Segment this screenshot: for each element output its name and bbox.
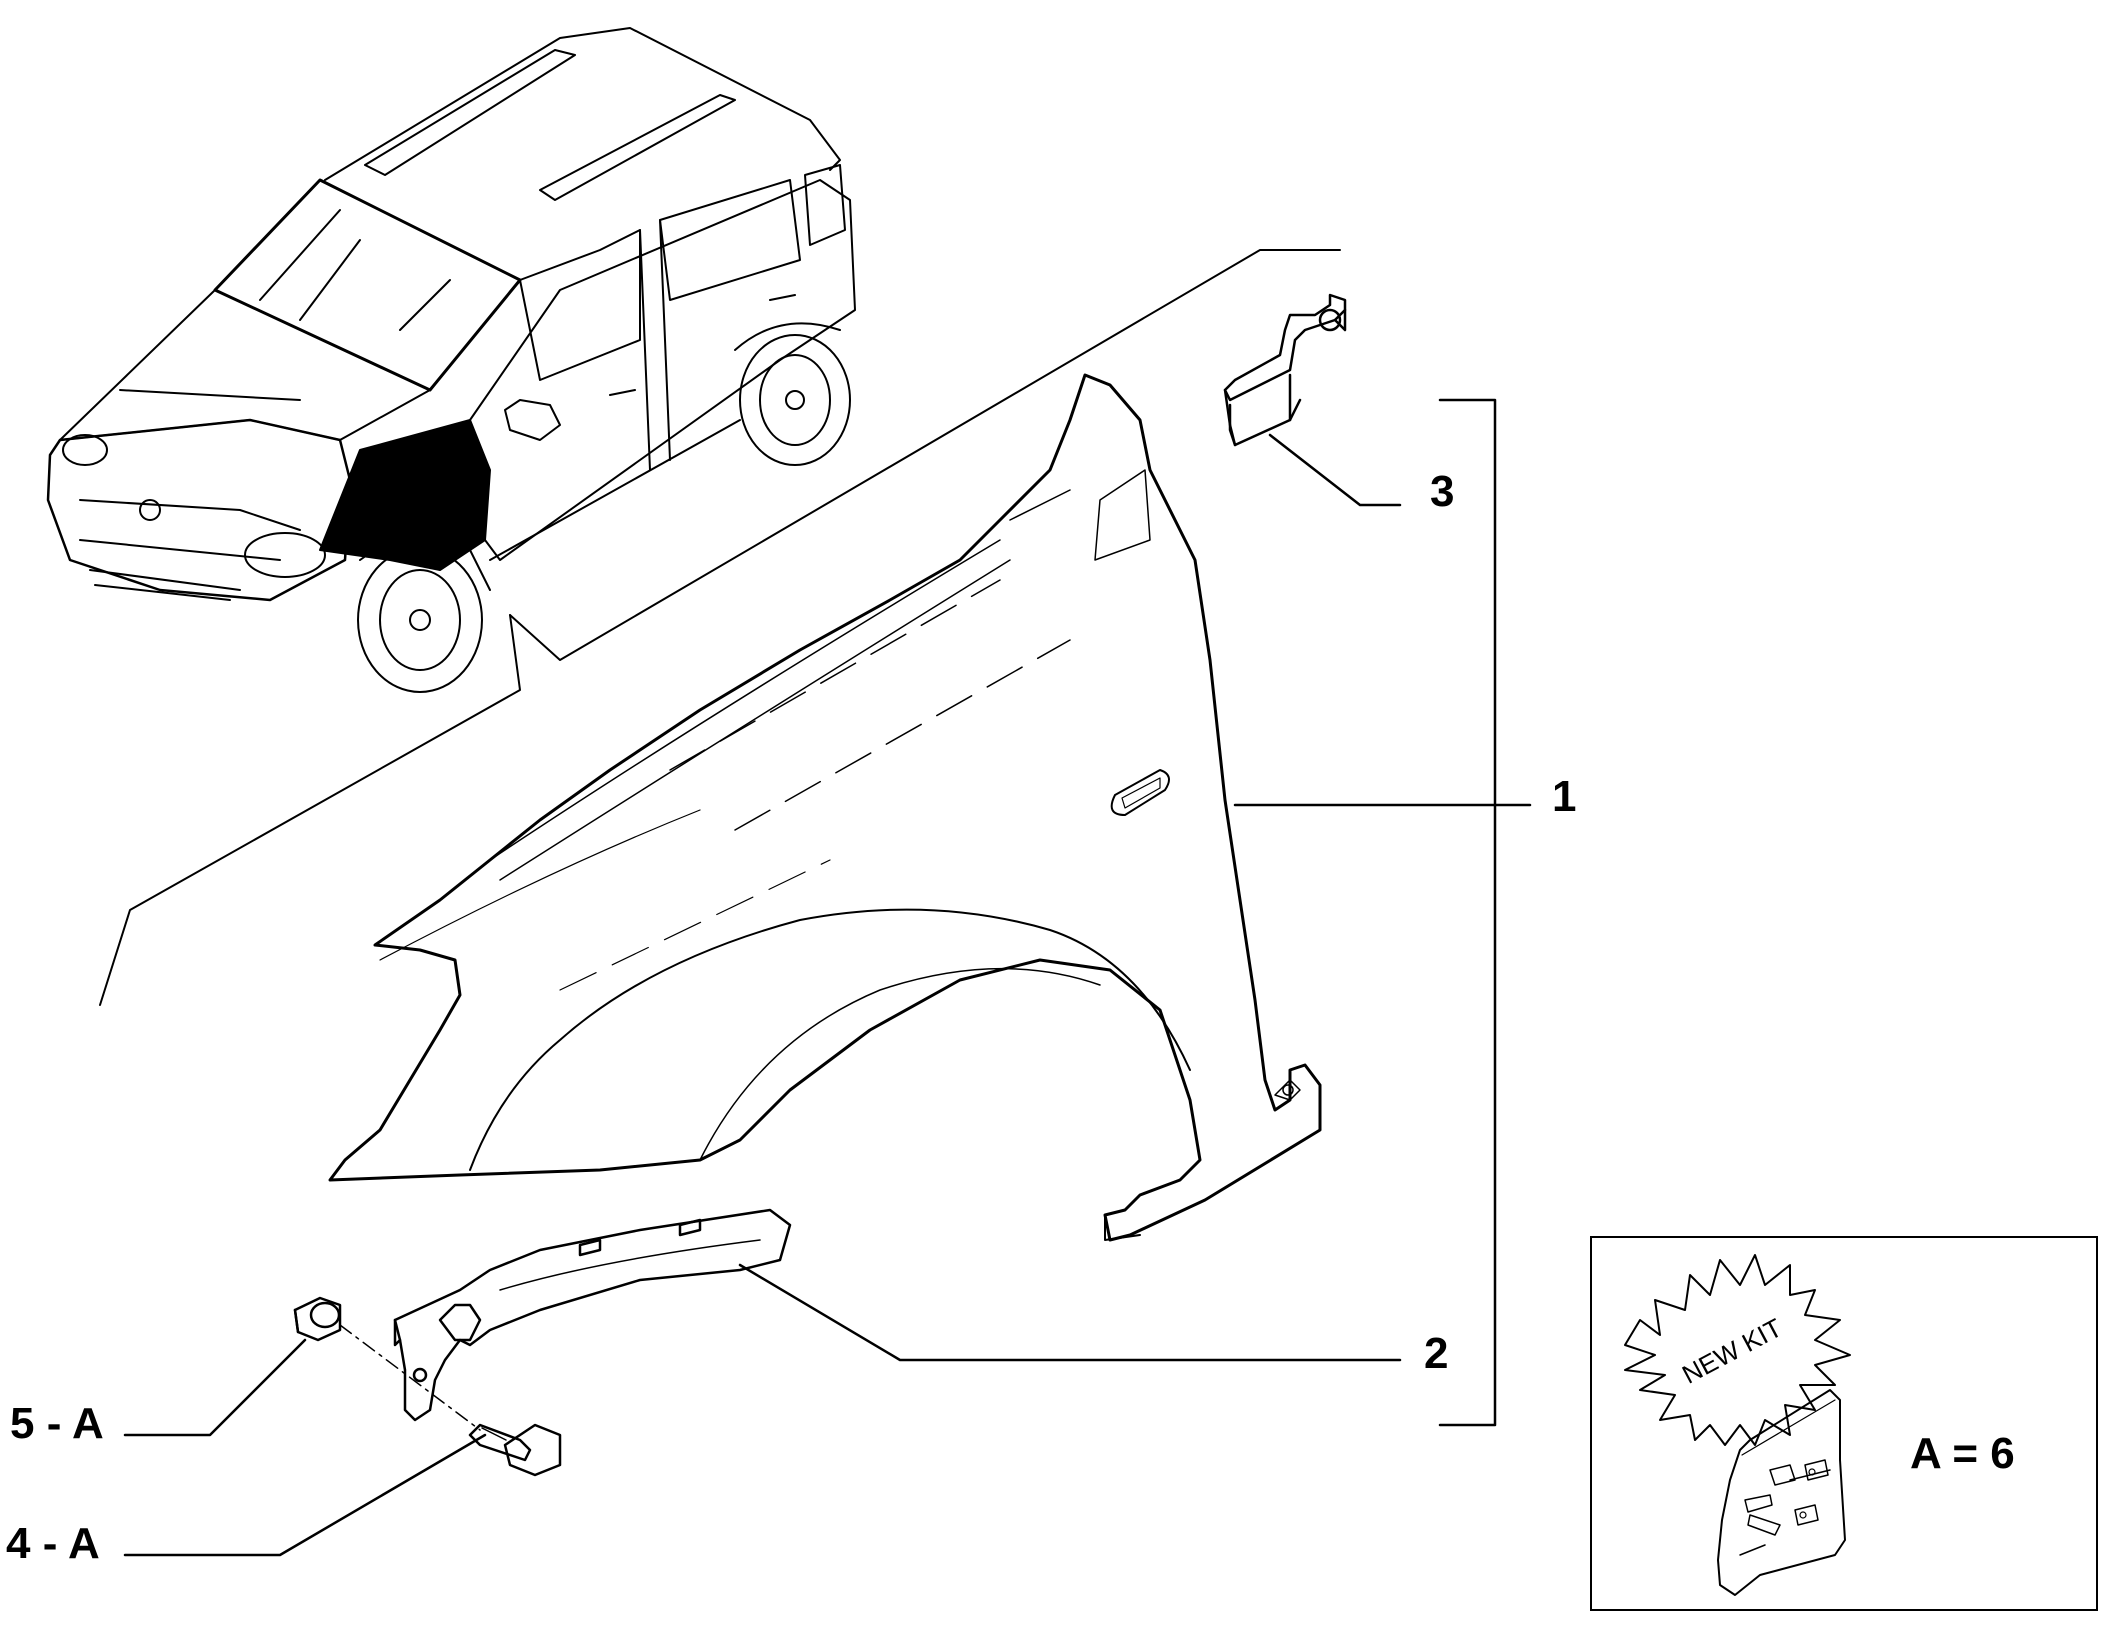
starburst-icon bbox=[1624, 1254, 1851, 1446]
callout-part-1: 1 bbox=[1552, 772, 1577, 821]
assembly-bracket bbox=[1438, 398, 1497, 1427]
kit-illustration bbox=[1624, 1254, 1851, 1596]
assembly-axis bbox=[339, 1324, 481, 1431]
hardware-bag-icon bbox=[1717, 1389, 1846, 1596]
kit-info-box bbox=[1590, 1236, 2098, 1611]
bolt-part-4 bbox=[468, 1423, 562, 1477]
bracket-part-3 bbox=[1223, 293, 1347, 447]
callout-part-2: 2 bbox=[1424, 1329, 1449, 1378]
callout-part-5: 5 - A bbox=[10, 1399, 104, 1448]
callout-part-3: 3 bbox=[1430, 467, 1455, 516]
nut-part-5 bbox=[293, 1296, 342, 1342]
fender-part-1 bbox=[328, 373, 1322, 1242]
car-illustration bbox=[46, 27, 856, 693]
kit-quantity-label: A = 6 bbox=[1910, 1429, 2015, 1478]
leader-lines bbox=[123, 433, 1532, 1557]
support-bracket-part-2 bbox=[393, 1208, 792, 1422]
callout-part-4: 4 - A bbox=[6, 1519, 100, 1568]
perspective-guides bbox=[99, 249, 1341, 1006]
